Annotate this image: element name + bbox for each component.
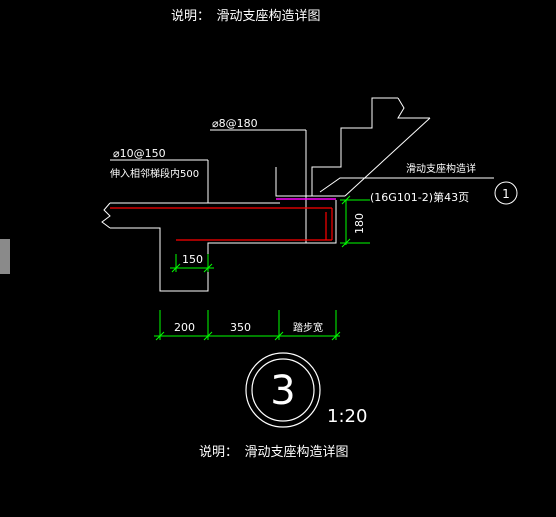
detail-number: 3 (270, 368, 295, 414)
slide-note-1: 滑动支座构造详 (406, 162, 476, 175)
title-top: 说明： 滑动支座构造详图 (171, 9, 321, 24)
break-line-left (101, 202, 111, 229)
scale-label: 1:20 (327, 406, 367, 427)
detail-circle-outer (245, 352, 321, 428)
detail-circle-inner (251, 358, 315, 422)
side-scroll-handle[interactable] (0, 239, 10, 274)
dimension-lines (154, 195, 370, 341)
dim-350: 350 (230, 321, 251, 334)
rebar-left-label-1: ⌀10@150 (113, 147, 166, 160)
slide-note-2: (16G101-2)第43页 (370, 190, 469, 204)
dim-180: 180 (353, 213, 366, 234)
rebar-top-label: ⌀8@180 (212, 117, 258, 130)
title-bottom: 说明： 滑动支座构造详图 (199, 445, 349, 460)
leaders (110, 129, 494, 193)
ref-circle (494, 181, 518, 205)
dim-150: 150 (182, 253, 203, 266)
ref-number: 1 (502, 187, 510, 201)
rebar-left-label-2: 伸入相邻梯段内500 (110, 167, 199, 180)
break-line-top (397, 97, 430, 119)
concrete-outline (101, 97, 431, 292)
rebar-group (110, 207, 333, 241)
dim-200: 200 (174, 321, 195, 334)
dim-step: 踏步宽 (293, 321, 323, 334)
